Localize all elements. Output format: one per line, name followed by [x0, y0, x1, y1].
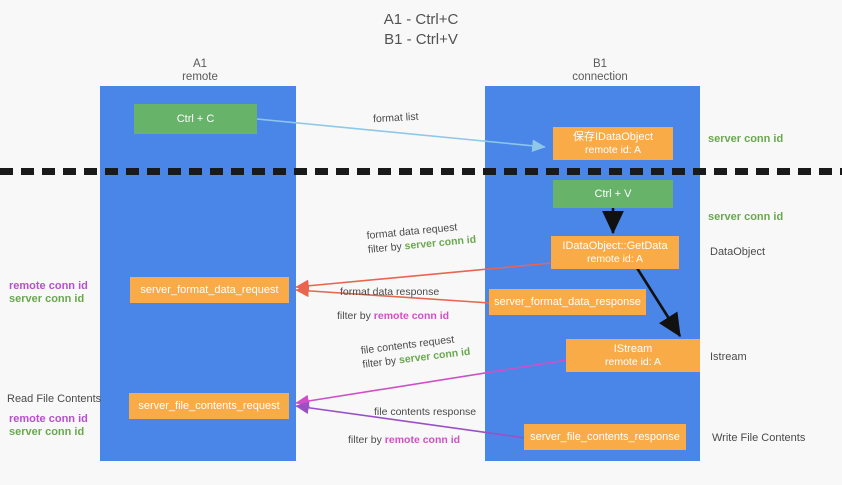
node-file-resp-label: server_file_contents_response: [530, 430, 680, 443]
node-fmt-resp-label: server_format_data_response: [494, 295, 641, 308]
phase-divider: [0, 168, 842, 175]
edge-label-file-contents-response: file contents response filter by remote …: [348, 405, 476, 447]
edge-label-fdresp-key: remote conn id: [373, 310, 450, 322]
node-istream-sub: remote id: A: [604, 355, 662, 368]
annotation-remote-conn-id-lower: remote conn id: [9, 413, 88, 425]
annotation-server-conn-id-top: server conn id: [708, 133, 784, 145]
node-save-idataobject[interactable]: 保存IDataObject remote id: A: [553, 127, 673, 160]
node-istream[interactable]: IStream remote id: A: [566, 339, 700, 372]
node-idataobject-getdata[interactable]: IDataObject::GetData remote id: A: [551, 236, 679, 269]
node-save-idataobject-title: 保存IDataObject: [572, 130, 654, 143]
node-getdata-sub: remote id: A: [586, 252, 644, 265]
node-ctrl-c[interactable]: Ctrl + C: [134, 104, 257, 134]
lane-b1-sub: connection: [572, 71, 628, 83]
node-save-idataobject-sub: remote id: A: [584, 143, 642, 156]
edge-label-fcresp-key: remote conn id: [384, 434, 461, 446]
title-line-2: B1 - Ctrl+V: [384, 31, 458, 48]
edge-label-fdreq-prefix: filter by: [367, 240, 406, 256]
node-ctrl-v[interactable]: Ctrl + V: [553, 180, 673, 208]
annotation-server-conn-id-lower: server conn id: [9, 426, 85, 438]
edge-label-fcresp-line2: filter by remote conn id: [348, 433, 476, 447]
edge-label-format-list-text: format list: [372, 110, 419, 126]
node-server-file-contents-response[interactable]: server_file_contents_response: [524, 424, 686, 450]
edge-label-fcreq-prefix: filter by: [361, 354, 400, 371]
edge-label-format-data-response: format data response filter by remote co…: [337, 285, 449, 323]
edge-label-format-list: format list: [373, 110, 419, 127]
node-ctrl-v-label: Ctrl + V: [594, 187, 632, 200]
lane-header-b1: B1 connection: [520, 58, 680, 84]
edge-label-fcresp-prefix: filter by: [348, 434, 385, 446]
lane-header-a1: A1 remote: [120, 58, 280, 84]
node-server-format-data-request[interactable]: server_format_data_request: [130, 277, 289, 303]
node-file-req-label: server_file_contents_request: [138, 399, 280, 412]
annotation-remote-conn-id-upper: remote conn id: [9, 280, 88, 292]
lane-b1-name: B1: [592, 58, 608, 70]
edge-label-fdresp-prefix: filter by: [337, 310, 374, 322]
lane-a1-sub: remote: [182, 71, 218, 83]
node-server-file-contents-request[interactable]: server_file_contents_request: [129, 393, 289, 419]
title-line-1: A1 - Ctrl+C: [383, 11, 459, 28]
edge-label-fdresp-line1: format data response: [340, 286, 440, 298]
edge-label-file-contents-request: file contents request filter by server c…: [360, 331, 471, 372]
node-ctrl-c-label: Ctrl + C: [176, 112, 215, 125]
edge-label-fdresp-line2: filter by remote conn id: [337, 309, 449, 323]
edge-label-fcresp-line1: file contents response: [374, 406, 477, 418]
annotation-istream: Istream: [710, 351, 747, 363]
page-title: A1 - Ctrl+C B1 - Ctrl+V: [0, 10, 842, 50]
annotation-server-conn-id-upper: server conn id: [9, 293, 85, 305]
node-server-format-data-response[interactable]: server_format_data_response: [489, 289, 646, 315]
node-getdata-title: IDataObject::GetData: [562, 239, 668, 252]
annotation-dataobject: DataObject: [710, 246, 766, 258]
annotation-write-file-contents: Write File Contents: [712, 432, 806, 444]
edge-label-format-data-request: format data request filter by server con…: [366, 219, 477, 257]
annotation-read-file-contents: Read File Contents: [7, 393, 102, 405]
annotation-server-conn-id-mid: server conn id: [708, 211, 784, 223]
node-istream-title: IStream: [613, 342, 653, 355]
lane-a1-name: A1: [192, 58, 208, 70]
node-fmt-req-label: server_format_data_request: [140, 283, 279, 296]
